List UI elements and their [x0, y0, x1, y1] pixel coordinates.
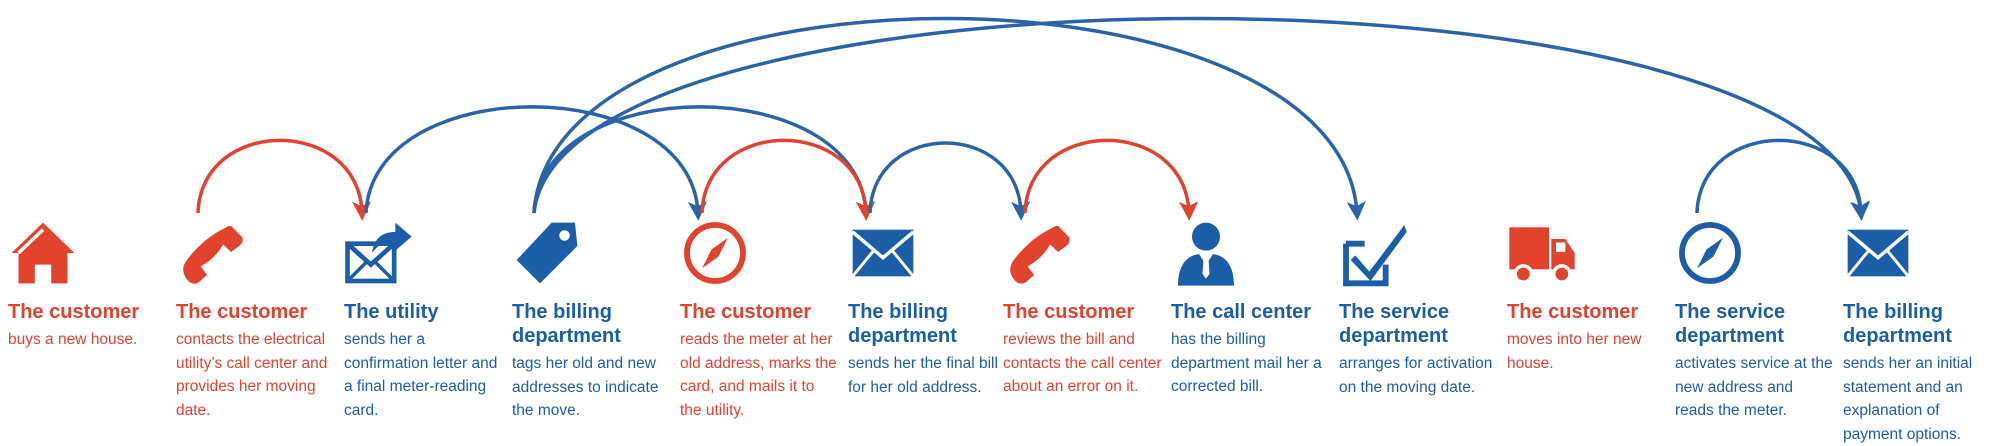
arrow-step-4-to-6	[532, 105, 876, 221]
step-description: arranges for activation on the moving da…	[1339, 355, 1493, 396]
step-9: The service department arranges for activ…	[1339, 0, 1499, 444]
step-actor: The call center	[1171, 301, 1312, 323]
step-2: The customer contacts the electrical util…	[176, 0, 336, 444]
step-actor: The customer	[176, 301, 308, 323]
phone-icon	[1003, 218, 1073, 288]
step-description: sends her the final bill for her old add…	[848, 355, 998, 396]
step-description: moves into her new house.	[1507, 331, 1642, 372]
step-actor: The utility	[344, 301, 439, 323]
person-icon	[1171, 218, 1241, 288]
step-6: The billing department sends her the fina…	[848, 0, 1008, 444]
step-description: tags her old and new addresses to indica…	[512, 355, 659, 419]
step-actor: The service department	[1675, 301, 1786, 347]
step-12: The billing department sends her an initi…	[1843, 0, 2000, 444]
arrow-step-4-to-12	[532, 16, 1870, 221]
house-icon	[8, 218, 78, 288]
step-10: The customer moves into her new house.	[1507, 0, 1667, 444]
checkbox-icon	[1339, 218, 1409, 288]
step-actor: The customer	[1003, 301, 1135, 323]
arrow-step-5-to-6	[700, 138, 876, 221]
step-actor: The billing department	[512, 301, 621, 347]
compass-icon	[1675, 218, 1745, 288]
step-description: sends her an initial statement and an ex…	[1843, 355, 1973, 443]
step-actor: The customer	[680, 301, 812, 323]
step-actor: The customer	[1507, 301, 1639, 323]
tag-icon	[512, 218, 582, 288]
step-actor: The customer	[8, 301, 140, 323]
step-description: buys a new house.	[8, 331, 138, 348]
step-3: The utility sends her a confirmation lett…	[344, 0, 504, 444]
truck-icon	[1507, 218, 1577, 288]
step-actor: The service department	[1339, 301, 1450, 347]
step-11: The service department activates service …	[1675, 0, 1835, 444]
compass-icon	[680, 218, 750, 288]
arrow-step-7-to-8	[1023, 138, 1199, 221]
arrow-step-6-to-7	[868, 141, 1031, 221]
step-5: The customer reads the meter at her old a…	[680, 0, 840, 444]
envelope-send-icon	[344, 218, 414, 288]
step-description: reads the meter at her old address, mark…	[680, 331, 837, 419]
step-description: contacts the electrical utility’s call c…	[176, 331, 328, 419]
arrow-step-2-to-3	[196, 138, 372, 221]
step-7: The customer reviews the bill and contact…	[1003, 0, 1163, 444]
arrow-step-4-to-9	[532, 16, 1366, 221]
phone-icon	[176, 218, 246, 288]
arrow-step-3-to-5	[364, 105, 708, 221]
step-actor: The billing department	[1843, 301, 1952, 347]
step-description: has the billing department mail her a co…	[1171, 331, 1322, 395]
envelope-icon	[848, 218, 918, 288]
step-actor: The billing department	[848, 301, 957, 347]
step-1: The customer buys a new house.	[8, 0, 168, 444]
step-description: sends her a confirmation letter and a fi…	[344, 331, 498, 419]
arrow-step-11-to-12	[1695, 138, 1871, 221]
envelope-icon	[1843, 218, 1913, 288]
step-4: The billing department tags her old and n…	[512, 0, 672, 444]
step-description: activates service at the new address and…	[1675, 355, 1833, 419]
step-description: reviews the bill and contacts the call c…	[1003, 331, 1162, 395]
step-8: The call center has the billing departmen…	[1171, 0, 1331, 444]
